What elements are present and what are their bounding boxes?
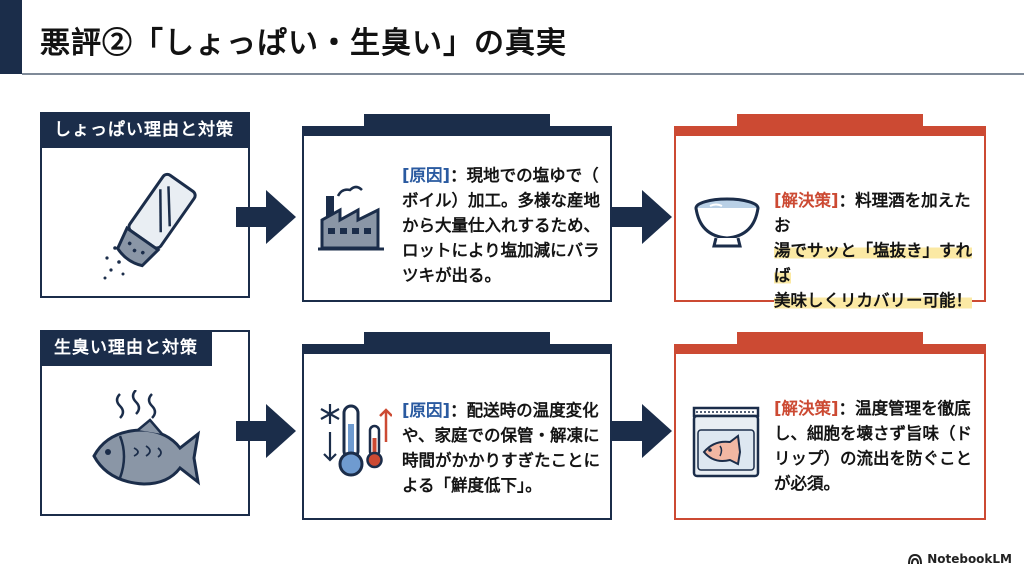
- row2-label-box: 生臭い理由と対策: [40, 330, 250, 516]
- row1-cause-line3: から大量仕入れするため、: [402, 216, 600, 235]
- row2-arrow-1: [236, 404, 296, 458]
- page-title: 悪評②「しょっぱい・生臭い」の真実: [40, 26, 567, 61]
- notebooklm-logo: NotebookLM: [908, 552, 1012, 566]
- row2-solution-line3: リップ）の流出を防ぐこと: [774, 449, 972, 468]
- row1-cause-line5: ツキが出る。: [402, 266, 501, 285]
- row2-cause-line1: ：配送時の温度変化: [450, 401, 599, 420]
- row2-solution-tag: [解決策]: [774, 399, 839, 418]
- row2-solution-line1: ：温度管理を徹底: [838, 399, 971, 418]
- factory-icon: [318, 185, 384, 251]
- thermometer-icon: [320, 404, 392, 477]
- row2-solution-toptab: [737, 332, 923, 354]
- row2-cause-line2: や、家庭での保管・解凍に: [402, 426, 600, 445]
- row2-cause-text: [原因]：配送時の温度変化 や、家庭での保管・解凍に 時間がかかりすぎたことに …: [402, 398, 607, 498]
- row1-cause-box: [原因]：現地での塩ゆで（ ボイル）加工。多様な産地 から大量仕入れするため、 …: [302, 114, 612, 302]
- salt-shaker-icon: [103, 172, 197, 280]
- row2-cause-box: [原因]：配送時の温度変化 や、家庭での保管・解凍に 時間がかかりすぎたことに …: [302, 332, 612, 520]
- row1-cause-toptab: [364, 114, 550, 136]
- title-divider: [22, 73, 1024, 75]
- row1-solution-line1: ：料理酒を加えたお: [774, 191, 971, 235]
- row2-solution-line2: し、細胞を壊さず旨味（ド: [774, 424, 972, 443]
- row2-cause-tag: [原因]: [402, 401, 451, 420]
- row1-arrow-2: [612, 190, 672, 244]
- row1-solution-box: [解決策]：料理酒を加えたお 湯でサッと「塩抜き」すれば 美味しくリカバリー可能…: [674, 114, 986, 310]
- row1-label: しょっぱい理由と対策: [40, 112, 248, 148]
- water-bowl-icon: [694, 197, 760, 248]
- row1-solution-text: [解決策]：料理酒を加えたお 湯でサッと「塩抜き」すれば 美味しくリカバリー可能…: [774, 188, 984, 313]
- row2-cause-toptab: [364, 332, 550, 354]
- row2-solution-line4: が必須。: [774, 474, 840, 493]
- row1-cause-line1: ：現地での塩ゆで（: [450, 166, 599, 185]
- row2-cause-line4: よる「鮮度低下」。: [402, 476, 542, 495]
- row1-solution-line2: 湯でサッと「塩抜き」すれば: [774, 241, 972, 285]
- row1-cause-line4: ロットにより塩加減にバラ: [402, 241, 600, 260]
- title-accent-bar: [0, 0, 22, 74]
- row1-cause-line2: ボイル）加工。多様な産地: [402, 191, 600, 210]
- row1-solution-tag: [解決策]: [774, 191, 839, 210]
- row1-cause-tag: [原因]: [402, 166, 451, 185]
- fish-in-bag-icon: [692, 406, 760, 478]
- notebooklm-logo-icon: [908, 553, 923, 564]
- row2-arrow-2: [612, 404, 672, 458]
- row1-arrow-1: [236, 190, 296, 244]
- row2-label: 生臭い理由と対策: [40, 330, 212, 366]
- row1-solution-toptab: [737, 114, 923, 136]
- row2-solution-box: [解決策]：温度管理を徹底 し、細胞を壊さず旨味（ド リップ）の流出を防ぐこと …: [674, 332, 986, 520]
- row1-label-box: しょっぱい理由と対策: [40, 112, 250, 298]
- brand-name: NotebookLM: [927, 552, 1012, 566]
- row2-solution-text: [解決策]：温度管理を徹底 し、細胞を壊さず旨味（ド リップ）の流出を防ぐこと …: [774, 396, 984, 496]
- row2-cause-line3: 時間がかかりすぎたことに: [402, 451, 600, 470]
- smelly-fish-icon: [92, 390, 201, 486]
- row1-cause-text: [原因]：現地での塩ゆで（ ボイル）加工。多様な産地 から大量仕入れするため、 …: [402, 163, 607, 288]
- row1-solution-line3: 美味しくリカバリー可能！: [774, 291, 972, 310]
